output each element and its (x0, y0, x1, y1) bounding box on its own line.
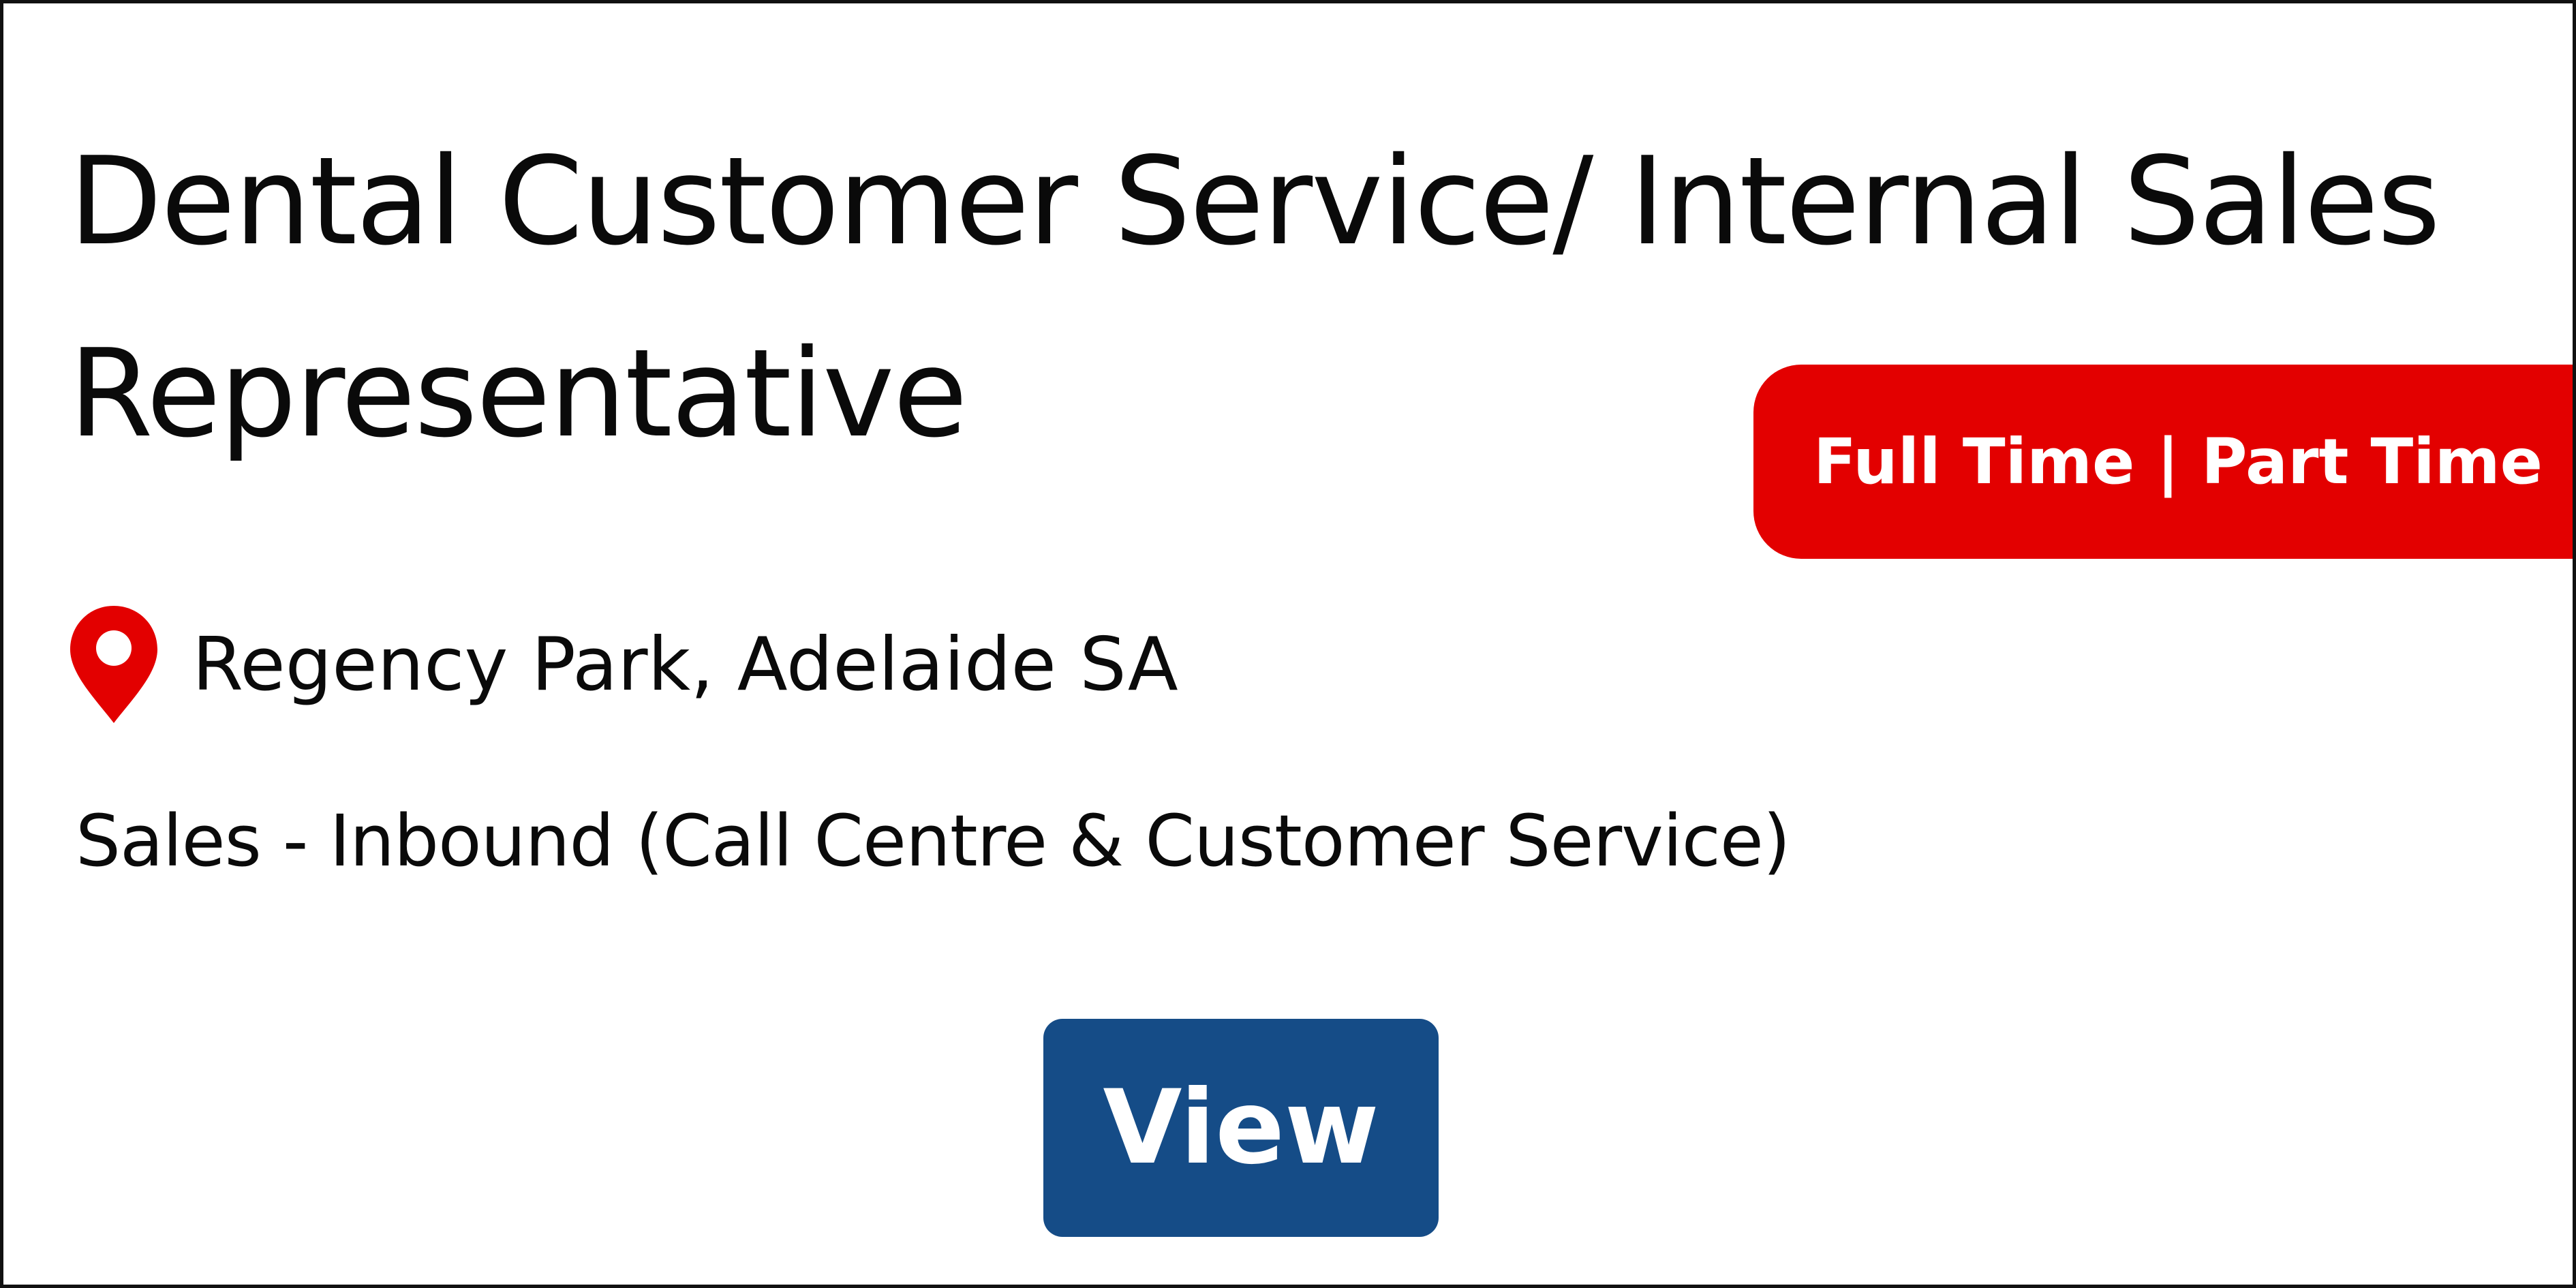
employment-type-badge: Full Time | Part Time (1753, 365, 2573, 559)
map-pin-icon (70, 606, 157, 723)
job-category: Sales - Inbound (Call Centre & Customer … (76, 799, 1790, 883)
location-label: Regency Park, Adelaide SA (192, 622, 1178, 707)
job-title: Dental Customer Service/ Internal Sales … (69, 131, 2440, 464)
job-location: Regency Park, Adelaide SA (66, 603, 1178, 726)
view-button[interactable]: View (1043, 1019, 1439, 1237)
